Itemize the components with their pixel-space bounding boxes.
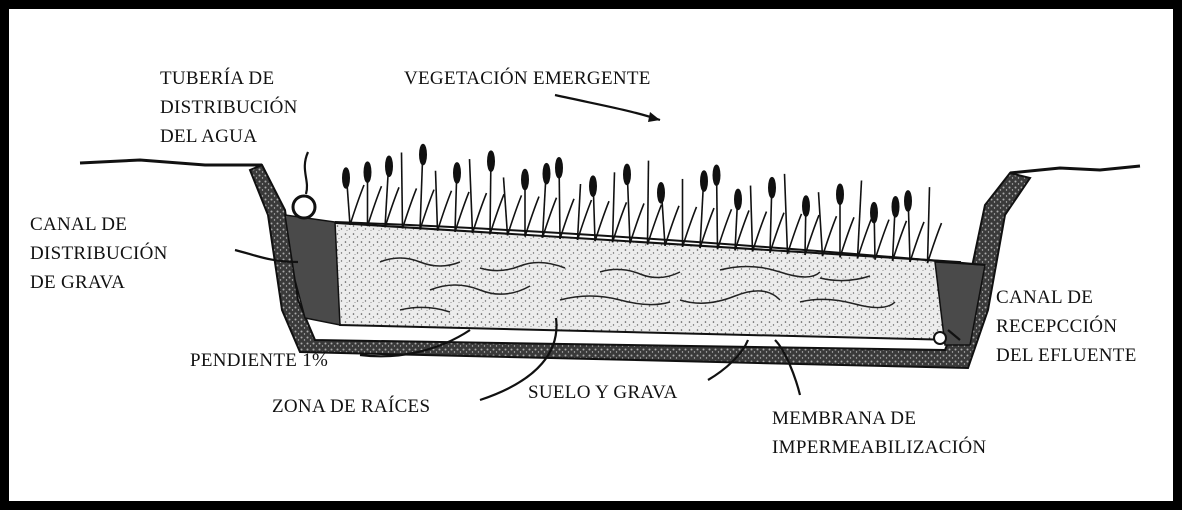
reed-leaf <box>753 212 767 252</box>
cattail-head <box>386 156 392 176</box>
cattail-head <box>590 176 596 196</box>
reed-stem <box>785 174 788 254</box>
cattail-head <box>871 203 877 223</box>
reed-stem <box>819 192 823 256</box>
cattail-head <box>769 178 775 198</box>
cattail-head <box>343 168 349 188</box>
reed-leaf <box>455 192 469 232</box>
label-tuberia: TUBERÍA DE DISTRIBUCIÓN DEL AGUA <box>160 64 298 151</box>
reed-leaf <box>910 222 924 262</box>
effluent-outlet <box>934 332 946 344</box>
reed-leaf <box>770 213 784 253</box>
label-membrana: MEMBRANA DE IMPERMEABILIZACIÓN <box>772 404 986 462</box>
reed-leaf <box>928 223 942 263</box>
reed-leaf <box>788 214 802 254</box>
reed-stem <box>402 152 403 228</box>
cattail-head <box>892 197 898 217</box>
label-vegetacion: VEGETACIÓN EMERGENTE <box>404 64 651 93</box>
reed-leaf <box>823 216 837 256</box>
label-pendiente: PENDIENTE 1% <box>190 346 328 375</box>
reed-stem <box>648 161 649 245</box>
reed-leaf <box>875 220 889 260</box>
reed-stem <box>751 186 753 252</box>
cattail-head <box>420 145 426 165</box>
label-canal-grava: CANAL DE DISTRIBUCIÓN DE GRAVA <box>30 210 168 297</box>
cattail-head <box>543 164 549 184</box>
cattail-head <box>735 189 741 209</box>
reed-leaf <box>368 186 382 226</box>
reed-leaf <box>840 217 854 257</box>
reed-leaf <box>805 215 819 255</box>
cattail-head <box>364 162 370 182</box>
label-suelo-grava: SUELO Y GRAVA <box>528 378 678 407</box>
cattail-head <box>803 196 809 216</box>
cattail-head <box>713 165 719 185</box>
reed-stem <box>470 159 473 233</box>
reed-leaf <box>473 193 487 233</box>
ground-right <box>1010 166 1140 173</box>
cattail-head <box>658 183 664 203</box>
reed-leaf <box>490 194 504 234</box>
reed-stem <box>613 172 615 242</box>
reed-stem <box>928 187 930 263</box>
reed-leaf <box>403 188 417 228</box>
cattail-head <box>905 191 911 211</box>
cattail-head <box>454 163 460 183</box>
cattail-head <box>522 170 528 190</box>
ground-left <box>80 160 262 165</box>
cattail-head <box>624 164 630 184</box>
distribution-pipe <box>293 196 315 218</box>
reed-leaf <box>508 195 522 235</box>
cattail-head <box>556 158 562 178</box>
label-zona-raices: ZONA DE RAÍCES <box>272 392 430 421</box>
reed-stem <box>436 171 438 231</box>
cattail-head <box>488 151 494 171</box>
reed-leaf <box>438 191 452 231</box>
reed-leaf <box>350 185 364 225</box>
cattail-head <box>701 171 707 191</box>
reed-leaf <box>420 190 434 230</box>
cattail-head <box>837 184 843 204</box>
label-canal-efluente: CANAL DE RECEPCCIÓN DEL EFLUENTE <box>996 283 1137 370</box>
reed-stem <box>504 177 508 235</box>
